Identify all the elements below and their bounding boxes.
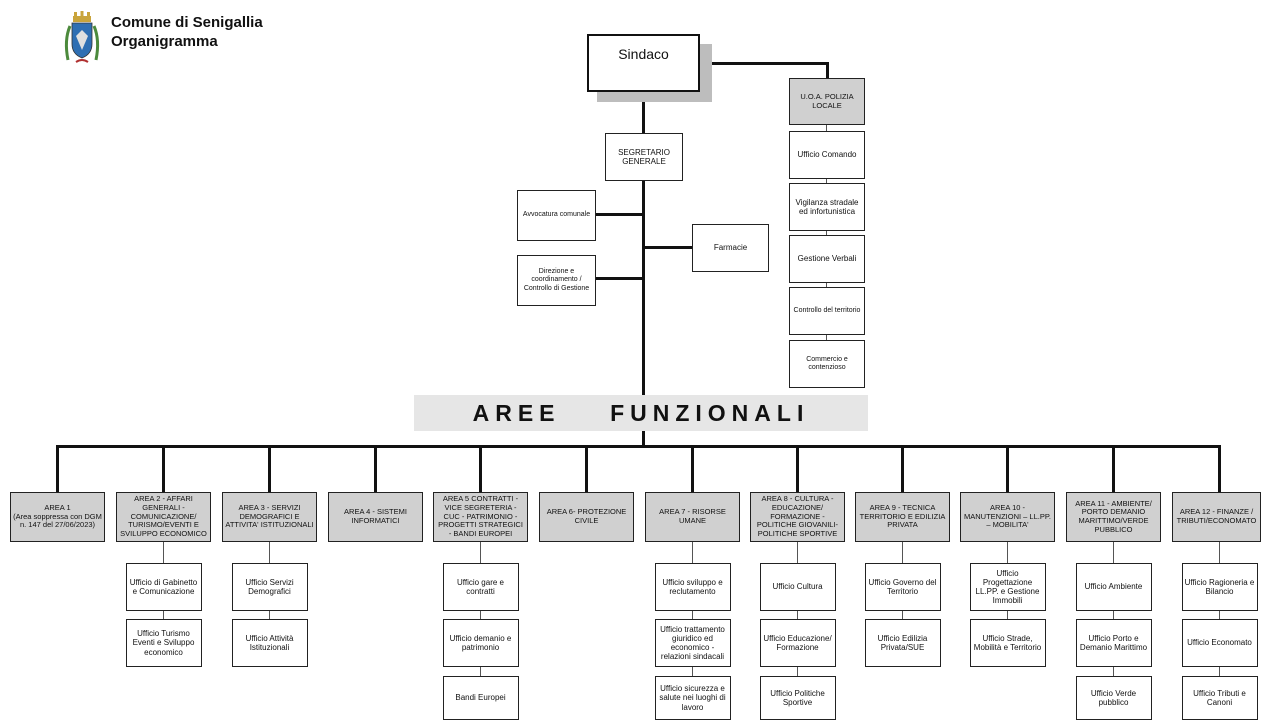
area-1-connector <box>56 445 59 492</box>
segretario-generale-box: SEGRETARIO GENERALE <box>605 133 683 181</box>
area-8-office-1: Ufficio Cultura <box>759 563 836 611</box>
aree-funzionali-band <box>414 395 868 431</box>
area-10-box: AREA 10 - MANUTENZIONI – LL.PP. – MOBILI… <box>960 492 1055 542</box>
area-6-connector <box>585 445 588 492</box>
area-7-office-1: Ufficio sviluppo e reclutamento <box>654 563 731 611</box>
area-2-box: AREA 2 - AFFARI GENERALI - COMUNICAZIONE… <box>116 492 211 542</box>
city-crest-logo <box>62 10 102 66</box>
area-11-connector <box>1112 445 1115 492</box>
connector-sindaco-polizia-h <box>700 62 828 65</box>
connector-main-spine <box>642 92 645 447</box>
area-12-office-3: Ufficio Tributi e Canoni <box>1181 676 1258 720</box>
polizia-locale-box: U.O.A. POLIZIA LOCALE <box>789 78 865 125</box>
polizia-office-vigilanza: Vigilanza stradale ed infortunistica <box>789 183 865 231</box>
sindaco-box: Sindaco <box>587 34 700 92</box>
area-7-office-3: Ufficio sicurezza e salute nei luoghi di… <box>654 676 731 720</box>
area-9-box: AREA 9 - TECNICA TERRITORIO E EDILIZIA P… <box>855 492 950 542</box>
organization-name: Comune di Senigallia <box>111 14 263 31</box>
area-7-office-connector <box>692 542 693 686</box>
aree-funzionali-title: AREE FUNZIONALI <box>472 399 810 426</box>
area-3-connector <box>268 445 271 492</box>
area-9-connector <box>901 445 904 492</box>
area-7-connector <box>691 445 694 492</box>
connector-direzione <box>596 277 644 280</box>
area-8-box: AREA 8 - CULTURA - EDUCAZIONE/ FORMAZION… <box>750 492 845 542</box>
area-12-office-1: Ufficio Ragioneria e Bilancio <box>1181 563 1258 611</box>
polizia-office-commercio: Commercio e contenzioso <box>789 340 865 388</box>
farmacie-box: Farmacie <box>692 224 769 272</box>
area-10-office-1: Ufficio Progettazione LL.PP. e Gestione … <box>969 563 1046 611</box>
polizia-office-verbali: Gestione Verbali <box>789 235 865 283</box>
connector-farmacie <box>644 246 692 249</box>
area-10-connector <box>1006 445 1009 492</box>
area-8-office-2: Ufficio Educazione/ Formazione <box>759 619 836 667</box>
area-7-box: AREA 7 - RISORSE UMANE <box>645 492 740 542</box>
area-5-office-3: Bandi Europei <box>442 676 519 720</box>
area-12-box: AREA 12 - FINANZE / TRIBUTI/ECONOMATO <box>1172 492 1261 542</box>
area-5-box: AREA 5 CONTRATTI - VICE SEGRETERIA - CUC… <box>433 492 528 542</box>
connector-polizia-drop <box>826 62 829 78</box>
area-6-box: AREA 6- PROTEZIONE CIVILE <box>539 492 634 542</box>
chart-title: Organigramma <box>111 32 218 50</box>
area-5-office-connector <box>480 542 481 686</box>
area-8-connector <box>796 445 799 492</box>
connector-avvocatura <box>596 213 644 216</box>
area-11-office-2: Ufficio Porto e Demanio Marittimo <box>1075 619 1152 667</box>
area-2-connector <box>162 445 165 492</box>
area-2-office-1: Ufficio di Gabinetto e Comunicazione <box>125 563 202 611</box>
area-12-office-connector <box>1219 542 1220 686</box>
area-11-box: AREA 11 - AMBIENTE/ PORTO DEMANIO MARITT… <box>1066 492 1161 542</box>
avvocatura-box: Avvocatura comunale <box>517 190 596 241</box>
area-9-office-2: Ufficio Edilizia Privata/SUE <box>864 619 941 667</box>
area-9-office-1: Ufficio Governo del Territorio <box>864 563 941 611</box>
area-3-box: AREA 3 - SERVIZI DEMOGRAFICI E ATTIVITA'… <box>222 492 317 542</box>
area-1-box: AREA 1 (Area soppressa con DGM n. 147 de… <box>10 492 105 542</box>
connector-polizia-column <box>826 124 827 342</box>
area-5-office-1: Ufficio gare e contratti <box>442 563 519 611</box>
area-12-connector <box>1218 445 1221 492</box>
area-12-office-2: Ufficio Economato <box>1181 619 1258 667</box>
area-4-box: AREA 4 - SISTEMI INFORMATICI <box>328 492 423 542</box>
area-10-office-2: Ufficio Strade, Mobilità e Territorio <box>969 619 1046 667</box>
area-8-office-connector <box>797 542 798 686</box>
area-2-office-2: Ufficio Turismo Eventi e Sviluppo econom… <box>125 619 202 667</box>
area-3-office-2: Ufficio Attività Istituzionali <box>231 619 308 667</box>
area-11-office-1: Ufficio Ambiente <box>1075 563 1152 611</box>
area-7-office-2: Ufficio trattamento giuridico ed economi… <box>654 619 731 667</box>
organization-header: Comune di Senigallia Organigramma <box>111 14 263 52</box>
area-4-connector <box>374 445 377 492</box>
polizia-office-controllo: Controllo del territorio <box>789 287 865 335</box>
area-5-connector <box>479 445 482 492</box>
area-11-office-connector <box>1113 542 1114 686</box>
direzione-controllo-box: Direzione e coordinamento / Controllo di… <box>517 255 596 306</box>
polizia-office-comando: Ufficio Comando <box>789 131 865 179</box>
connector-areas-bus <box>58 445 1221 448</box>
area-5-office-2: Ufficio demanio e patrimonio <box>442 619 519 667</box>
area-8-office-3: Ufficio Politiche Sportive <box>759 676 836 720</box>
area-3-office-1: Ufficio Servizi Demografici <box>231 563 308 611</box>
area-11-office-3: Ufficio Verde pubblico <box>1075 676 1152 720</box>
